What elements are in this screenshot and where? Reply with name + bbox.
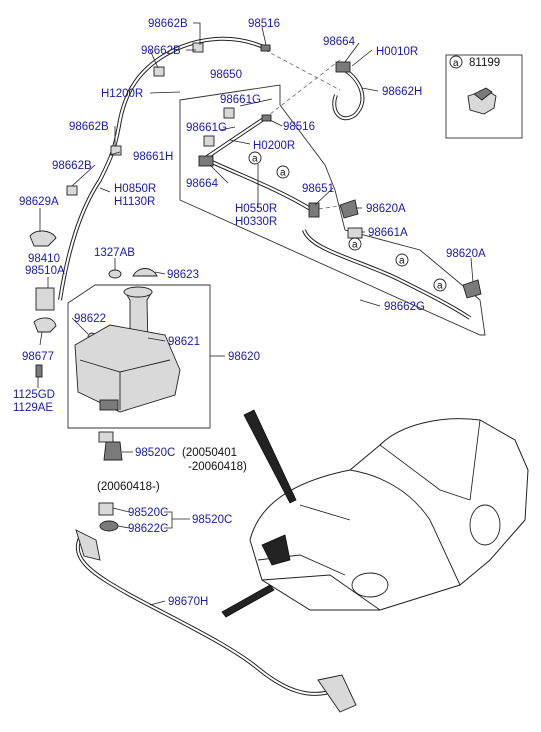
pump-98520c-new <box>98 502 119 532</box>
hose-end-98670h-left <box>75 529 101 561</box>
nozzle-98620a-1 <box>339 199 359 219</box>
clip-81199-icon <box>467 87 497 115</box>
seal-98623 <box>132 268 158 277</box>
label-h1130r: H1130R <box>114 196 155 208</box>
label-98520c-3: 98520C <box>192 514 232 526</box>
label-h0330r: H0330R <box>235 216 277 228</box>
label-98664-top: 98664 <box>323 36 356 48</box>
label-98650: 98650 <box>210 69 242 81</box>
grommet-1327ab <box>108 269 122 279</box>
reservoir-tank <box>74 324 181 413</box>
nozzle-98620a-2 <box>462 279 482 299</box>
label-date-range-start: (20050401 <box>182 447 237 459</box>
dashed-lines <box>264 49 346 211</box>
hose-end-98670h-right <box>317 674 357 713</box>
label-98510a: 98510A <box>25 265 65 277</box>
clip-98662b-1 <box>192 42 204 53</box>
label-98661g-2: 98661G <box>186 122 227 134</box>
valve-98664-top <box>335 61 351 73</box>
bracket-98677 <box>33 317 57 333</box>
joint-98516-top <box>260 44 271 52</box>
pump-98520c <box>98 431 123 461</box>
label-98516-top: 98516 <box>248 18 280 30</box>
label-h0550r: H0550R <box>235 203 277 215</box>
clip-98661g-1 <box>223 107 235 119</box>
inset-81199: a 81199 <box>445 54 523 139</box>
label-h1200r: H1200R <box>101 88 143 100</box>
label-98661g-1: 98661G <box>220 94 261 106</box>
callout-letter-1: a <box>252 154 258 165</box>
label-98662h: 98662H <box>382 86 422 98</box>
label-98670h: 98670H <box>168 596 208 608</box>
callout-letter-2: a <box>280 168 286 179</box>
label-98621: 98621 <box>168 336 200 348</box>
label-1125gd: 1125GD <box>13 389 55 401</box>
label-date-range-end: -20060418) <box>188 461 247 473</box>
label-1129ae: 1129AE <box>13 402 53 414</box>
label-98410: 98410 <box>28 253 60 265</box>
reservoir-group <box>67 284 211 429</box>
pointer-wedge-bottom <box>221 584 275 618</box>
label-h0200r: H0200R <box>253 140 295 152</box>
label-98622c: 98622C <box>128 523 168 535</box>
joint-98651 <box>308 202 320 218</box>
pump-98510a <box>35 287 55 311</box>
label-98662b-2: 98662B <box>141 45 181 57</box>
label-98520c-1: 98520C <box>135 447 175 459</box>
label-date-from: (20060418-) <box>97 481 160 493</box>
inset-callout-letter: a <box>453 58 459 69</box>
clip-98629a <box>29 230 57 247</box>
label-98620a-2: 98620A <box>446 248 486 260</box>
valve-98664-mid <box>198 155 214 167</box>
car-illustration <box>249 418 529 611</box>
label-98662b-top: 98662B <box>148 18 188 30</box>
label-98662b-3: 98662B <box>69 121 109 133</box>
callout-letter-3: a <box>352 240 358 251</box>
joint-98516-mid <box>261 114 272 122</box>
callout-circles: a a a a a <box>248 151 447 292</box>
label-98664-mid: 98664 <box>186 178 219 190</box>
clip-98661a <box>347 227 363 239</box>
callout-letters: a a a a a <box>252 154 443 292</box>
label-h0850r: H0850R <box>114 183 156 195</box>
clip-98662b-3 <box>110 145 122 156</box>
label-h0010r: H0010R <box>376 46 418 58</box>
inset-callout-circle <box>449 55 463 69</box>
label-98662g: 98662G <box>384 301 425 313</box>
label-98620a-1: 98620A <box>366 203 406 215</box>
label-98661a: 98661A <box>368 227 408 239</box>
label-98661h: 98661H <box>133 151 173 163</box>
label-98662b-4: 98662B <box>52 160 92 172</box>
callout-letter-5: a <box>437 281 443 292</box>
hose-lines <box>58 36 472 320</box>
label-98620: 98620 <box>228 351 260 363</box>
clip-98661g-2 <box>203 135 215 147</box>
label-98623: 98623 <box>167 269 199 281</box>
clip-98662b-4 <box>66 185 78 196</box>
label-98622: 98622 <box>74 313 106 325</box>
label-98651: 98651 <box>302 183 334 195</box>
leader-lines <box>37 22 474 606</box>
label-1327ab: 1327AB <box>94 247 135 259</box>
pointer-wedge-top <box>243 409 297 504</box>
bolt-1125gd <box>35 364 43 378</box>
inset-part-number: 81199 <box>469 57 500 69</box>
assembly-bracket <box>179 84 486 336</box>
label-98520c-2: 98520C <box>128 507 168 519</box>
label-98677: 98677 <box>22 351 54 363</box>
part-labels: 98662B 98516 98662B 98664 H0010R 98650 H… <box>13 18 486 608</box>
callout-letter-4: a <box>399 256 405 267</box>
label-98629a: 98629A <box>19 196 59 208</box>
clip-98662b-2 <box>153 66 165 77</box>
label-98516-mid: 98516 <box>283 121 315 133</box>
